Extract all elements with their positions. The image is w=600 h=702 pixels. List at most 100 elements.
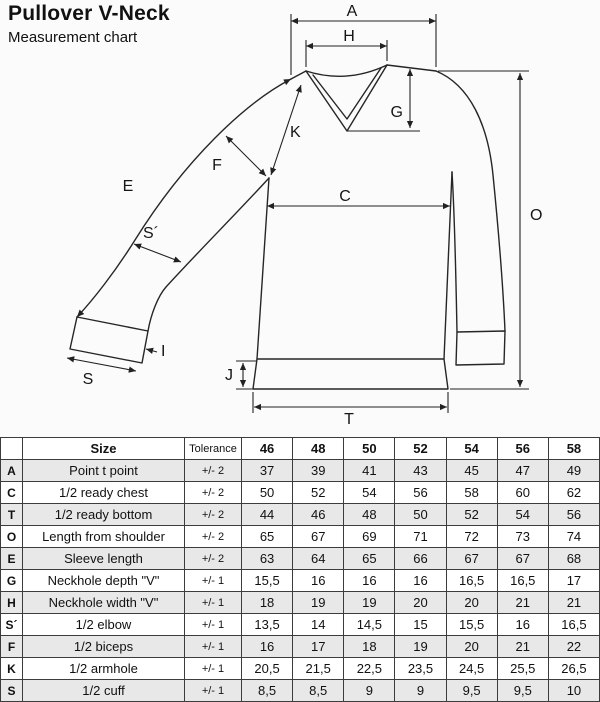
label-t-icon: T [344,411,354,428]
row-value: 72 [445,525,498,548]
row-value: 69 [343,525,396,548]
label-s-prime-icon: S´ [143,225,159,242]
row-value: 58 [445,481,498,504]
dimension-labels: A H G K F E S´ S I C O J T [83,3,543,428]
row-value: 50 [240,481,294,504]
row-key: C [0,481,23,504]
label-g-icon: G [391,104,403,121]
row-tolerance: +/- 1 [184,591,242,614]
column-header: 56 [496,437,549,460]
row-value: 16,5 [445,569,498,592]
row-value: 15,5 [445,613,498,636]
row-key: O [0,525,23,548]
row-value: 20 [445,591,498,614]
row-value: 24,5 [445,657,498,680]
row-value: 17 [547,569,600,592]
row-value: 54 [496,503,549,526]
row-value: 16,5 [547,613,600,636]
row-key: H [0,591,23,614]
body-left-edge [256,177,270,360]
row-key: E [0,547,23,570]
row-key: K [0,657,23,680]
row-value: 17 [292,635,345,658]
row-tolerance: +/- 1 [184,657,242,680]
i-pointer-arrow [145,347,158,354]
row-name: 1/2 ready bottom [22,503,185,526]
row-value: 20 [394,591,447,614]
hem-band [252,358,449,390]
row-value: 45 [445,459,498,482]
row-name: 1/2 biceps [22,635,185,658]
row-value: 60 [496,481,549,504]
dimension-lines [66,14,529,413]
row-value: 52 [292,481,345,504]
row-value: 54 [343,481,396,504]
row-value: 26,5 [547,657,600,680]
right-cuff [455,330,506,366]
row-tolerance: +/- 2 [184,481,242,504]
left-cuff [69,316,149,364]
label-a-icon: A [347,3,358,20]
garment-outline [69,64,506,390]
label-h-icon: H [343,28,355,45]
row-value: 68 [547,547,600,570]
body-right-edge [443,171,453,360]
row-value: 20,5 [240,657,294,680]
label-s-icon: S [83,371,94,388]
label-o-icon: O [530,207,542,224]
row-value: 21,5 [292,657,345,680]
row-value: 20 [445,635,498,658]
pullover-diagram: A H G K F E S´ S I C O J T [66,3,543,428]
row-tolerance: +/- 1 [184,613,242,636]
back-neck-curve [305,64,388,77]
row-value: 37 [240,459,294,482]
label-k-icon: K [290,124,301,141]
row-name: Point t point [22,459,185,482]
row-value: 44 [240,503,294,526]
row-key: S´ [0,613,23,636]
row-tolerance: +/- 2 [184,459,242,482]
row-value: 43 [394,459,447,482]
page-header: Pullover V-Neck Measurement chart [8,2,170,46]
row-value: 56 [547,503,600,526]
row-key: A [0,459,23,482]
row-value: 46 [292,503,345,526]
row-value: 16,5 [496,569,549,592]
s-dimension-arrow [66,356,137,373]
label-e-icon: E [123,178,134,195]
row-tolerance: +/- 2 [184,525,242,548]
label-f-icon: F [212,157,222,174]
row-value: 50 [394,503,447,526]
row-value: 22,5 [343,657,396,680]
row-value: 41 [343,459,396,482]
row-value: 65 [240,525,294,548]
row-value: 23,5 [394,657,447,680]
row-value: 56 [394,481,447,504]
row-tolerance: +/- 2 [184,503,242,526]
row-name: Neckhole width "V" [22,591,185,614]
right-sleeve-inner-edge [451,171,458,333]
row-value: 73 [496,525,549,548]
k-dimension-arrow [270,84,302,176]
row-value: 13,5 [240,613,294,636]
row-key: F [0,635,23,658]
row-name: 1/2 armhole [22,657,185,680]
left-sleeve-outer-edge [76,78,292,318]
row-name: Length from shoulder [22,525,185,548]
row-key: G [0,569,23,592]
row-value: 21 [496,591,549,614]
row-name: 1/2 ready chest [22,481,185,504]
row-name: Neckhole depth "V" [22,569,185,592]
row-tolerance: +/- 1 [184,569,242,592]
row-value: 74 [547,525,600,548]
right-shoulder-seam [386,64,437,72]
row-value: 21 [496,635,549,658]
